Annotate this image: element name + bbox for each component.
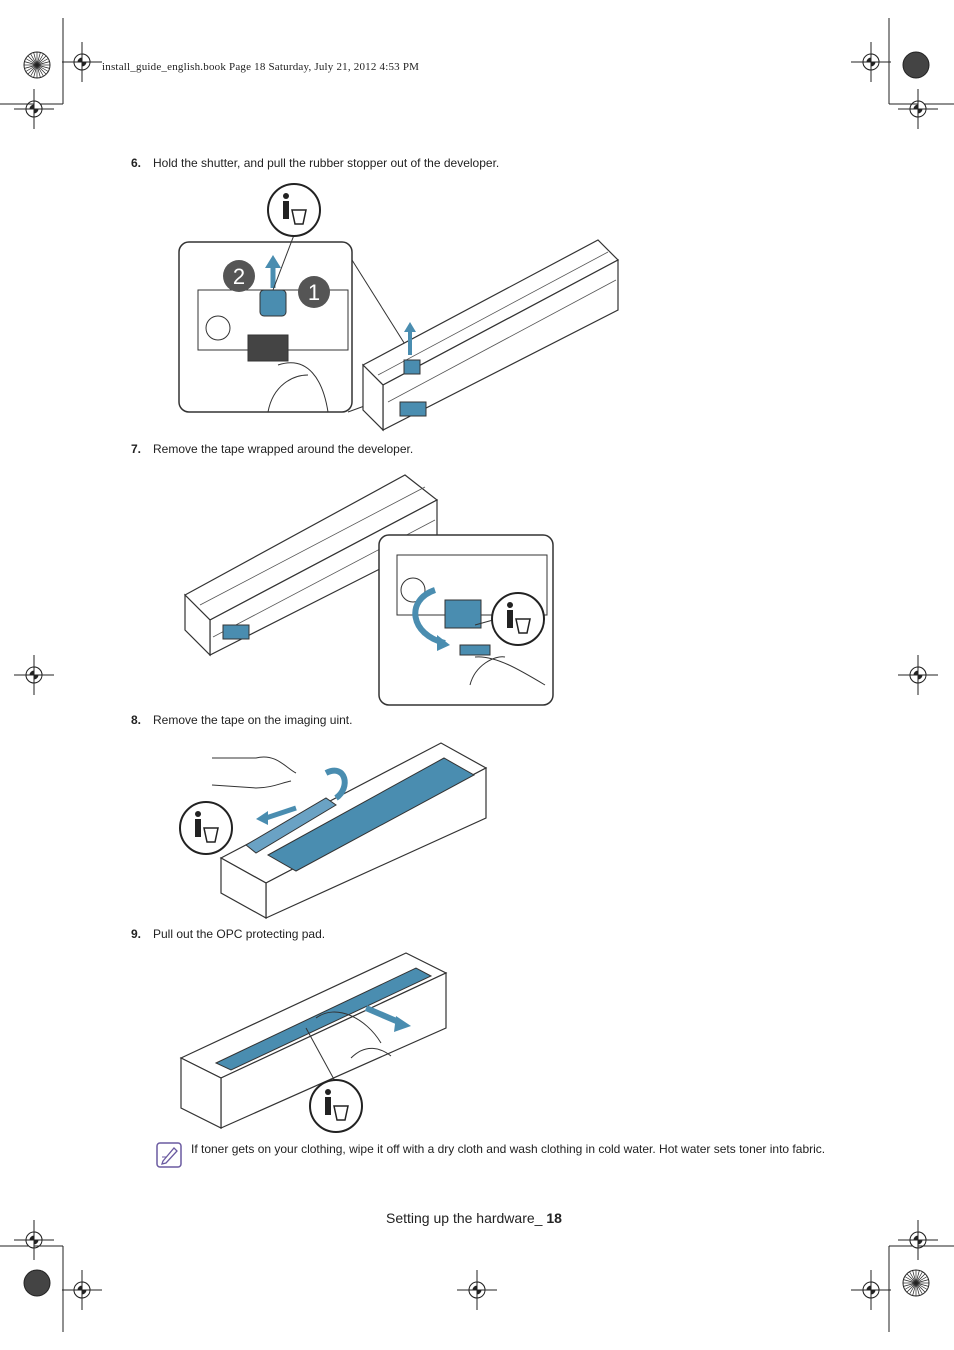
step-text: Pull out the OPC protecting pad.	[153, 927, 326, 941]
step-number: 6.	[131, 156, 142, 170]
page-footer: Setting up the hardware_ 18	[386, 1210, 562, 1226]
trash-icon	[267, 183, 321, 291]
trash-icon	[309, 1079, 363, 1133]
registration-starburst	[902, 51, 930, 79]
registration-target	[14, 1220, 54, 1260]
registration-target	[14, 655, 54, 695]
step-number: 7.	[131, 442, 142, 456]
step-text: Remove the tape on the imaging uint.	[153, 713, 353, 727]
page-number: 18	[546, 1210, 562, 1226]
trash-icon	[179, 801, 233, 855]
registration-starburst	[902, 1269, 930, 1297]
step-8: 8. Remove the tape on the imaging uint.	[131, 713, 352, 727]
step-7: 7. Remove the tape wrapped around the dev…	[131, 442, 413, 456]
step-number: 9.	[131, 927, 142, 941]
registration-target	[62, 42, 102, 82]
step-text: Remove the tape wrapped around the devel…	[153, 442, 414, 456]
registration-target	[851, 1270, 891, 1310]
registration-target	[457, 1270, 497, 1310]
step-9-illustration	[179, 952, 448, 1133]
pencil-note-icon	[156, 1142, 182, 1168]
registration-target	[898, 89, 938, 129]
registration-starburst	[23, 1269, 51, 1297]
note-text: If toner gets on your clothing, wipe it …	[191, 1142, 826, 1156]
footer-title: Setting up the hardware_	[386, 1210, 547, 1226]
step-6-illustration: 2 1	[178, 183, 619, 432]
registration-target	[851, 42, 891, 82]
step-number: 8.	[131, 713, 142, 727]
step-text: Hold the shutter, and pull the rubber st…	[153, 156, 500, 170]
callout-1: 1	[308, 280, 320, 305]
step-9: 9. Pull out the OPC protecting pad.	[131, 927, 325, 941]
callout-2: 2	[233, 264, 245, 289]
step-8-illustration	[179, 742, 488, 920]
registration-target	[62, 1270, 102, 1310]
registration-target	[898, 1220, 938, 1260]
registration-target	[14, 89, 54, 129]
step-7-illustration	[184, 474, 554, 706]
print-header: install_guide_english.book Page 18 Satur…	[102, 61, 420, 73]
step-6: 6. Hold the shutter, and pull the rubber …	[131, 156, 499, 170]
registration-target	[898, 655, 938, 695]
registration-starburst	[23, 51, 51, 79]
trash-icon	[474, 592, 545, 646]
